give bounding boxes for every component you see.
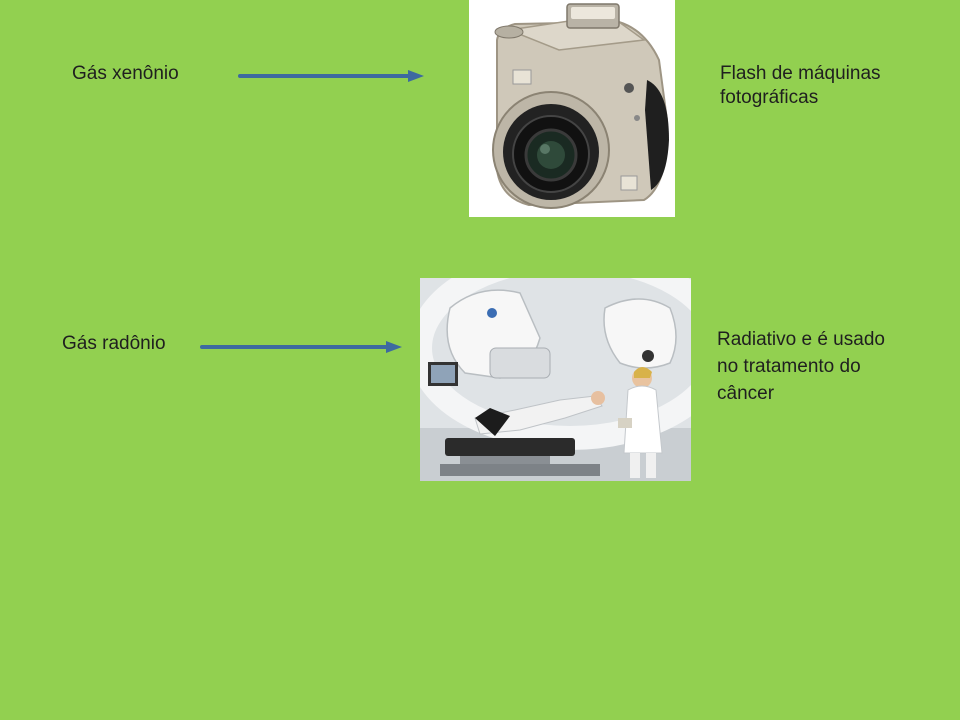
camera-photo	[469, 0, 675, 217]
xenon-use-line-1: Flash de máquinas	[720, 63, 881, 84]
radon-use-line-3: câncer	[717, 383, 775, 404]
radon-use-text: Radiativo e é usado no tratamento do cân…	[717, 326, 947, 407]
radon-label: Gás radônio	[62, 333, 166, 354]
xenon-use-line-2: fotográficas	[720, 87, 819, 108]
radiotherapy-photo	[420, 278, 691, 481]
radon-arrow	[200, 341, 402, 353]
xenon-label: Gás xenônio	[72, 63, 179, 84]
radon-use-line-1: Radiativo e é usado	[717, 329, 885, 350]
radon-use-line-2: no tratamento do	[717, 356, 861, 377]
radiotherapy-illustration	[420, 278, 691, 481]
xenon-use-text: Flash de máquinas fotográficas	[720, 62, 940, 110]
xenon-arrow	[238, 70, 424, 82]
camera-illustration	[492, 3, 669, 209]
